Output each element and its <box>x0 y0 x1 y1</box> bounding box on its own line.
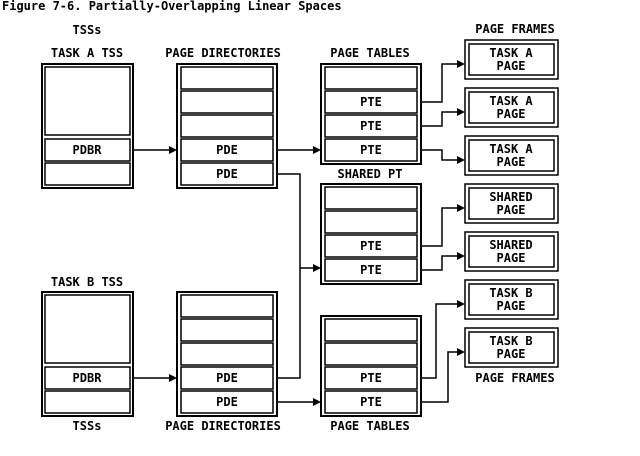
task-a-tss-label: TASK A TSS <box>51 46 123 60</box>
page-tables-header-bottom: PAGE TABLES <box>330 419 409 433</box>
tss-header-top: TSSs <box>73 23 102 37</box>
figure-title: Figure 7-6. Partially-Overlapping Linear… <box>2 0 342 13</box>
page-frame-4: SHARED PAGE <box>464 183 559 224</box>
page-frame-3-line2: PAGE <box>497 155 526 169</box>
task-a-pte-1: PTE <box>360 95 382 109</box>
arrowhead-frame-7 <box>457 348 465 356</box>
arrowhead-frame-1 <box>457 60 465 68</box>
page-frame-3-line1: TASK A <box>489 142 533 156</box>
task-a-page-table: PTE PTE PTE <box>320 63 422 165</box>
task-a-pde-2: PDE <box>216 167 238 181</box>
page-frame-7-line1: TASK B <box>489 334 532 348</box>
task-b-tss: PDBR <box>41 291 134 417</box>
shared-page-table: PTE PTE <box>320 183 422 285</box>
arrowhead-frame-5 <box>457 252 465 260</box>
task-a-page-directory: PDE PDE <box>176 63 278 189</box>
task-b-pde-1: PDE <box>216 371 238 385</box>
connector-shared-pte-1 <box>421 207 458 247</box>
arrowhead-task-a-pdbr <box>169 146 177 154</box>
arrowhead-task-b-pde-2 <box>313 398 321 406</box>
shared-pte-1: PTE <box>360 239 382 253</box>
arrowhead-frame-3 <box>457 156 465 164</box>
page-frame-7-line2: PAGE <box>497 347 526 361</box>
task-b-page-table: PTE PTE <box>320 315 422 417</box>
task-b-pte-2: PTE <box>360 395 382 409</box>
page-frame-2: TASK A PAGE <box>464 87 559 128</box>
page-frame-7: TASK B PAGE <box>464 327 559 368</box>
page-frame-5-line1: SHARED <box>489 238 532 252</box>
connector-task-a-pte-2 <box>421 111 458 127</box>
arrowhead-task-b-pdbr <box>169 374 177 382</box>
page-directories-header-bottom: PAGE DIRECTORIES <box>165 419 281 433</box>
arrowhead-shared-pt <box>313 264 321 272</box>
shared-pte-2: PTE <box>360 263 382 277</box>
connector-task-a-pte-3 <box>421 149 458 161</box>
page-frame-4-line2: PAGE <box>497 203 526 217</box>
arrowhead-frame-6 <box>457 300 465 308</box>
arrowhead-frame-2 <box>457 108 465 116</box>
connector-task-a-pte-1 <box>421 63 458 103</box>
task-a-pte-2: PTE <box>360 119 382 133</box>
page-frame-5-line2: PAGE <box>497 251 526 265</box>
task-b-page-directory: PDE PDE <box>176 291 278 417</box>
arrowhead-frame-4 <box>457 204 465 212</box>
connector-task-b-pte-1 <box>421 303 458 379</box>
task-b-pte-1: PTE <box>360 371 382 385</box>
task-b-pdbr: PDBR <box>73 371 103 385</box>
page-frame-1: TASK A PAGE <box>464 39 559 80</box>
task-a-pde-1: PDE <box>216 143 238 157</box>
task-a-pte-3: PTE <box>360 143 382 157</box>
connectors <box>133 60 465 406</box>
page-frame-3: TASK A PAGE <box>464 135 559 176</box>
page-frame-6: TASK B PAGE <box>464 279 559 320</box>
page-frame-6-line1: TASK B <box>489 286 532 300</box>
page-frame-6-line2: PAGE <box>497 299 526 313</box>
connector-task-a-pde-2 <box>277 173 314 269</box>
tss-header-bottom: TSSs <box>73 419 102 433</box>
page-frame-4-line1: SHARED <box>489 190 532 204</box>
connector-task-b-pte-2 <box>421 351 458 403</box>
connector-shared-pte-2 <box>421 255 458 271</box>
page-frame-1-line2: PAGE <box>497 59 526 73</box>
page-frames-header-top: PAGE FRAMES <box>475 22 554 36</box>
page-frame-2-line1: TASK A <box>489 94 533 108</box>
page-directories-header-top: PAGE DIRECTORIES <box>165 46 281 60</box>
page-tables-header-top: PAGE TABLES <box>330 46 409 60</box>
task-a-pdbr: PDBR <box>73 143 103 157</box>
page-frame-2-line2: PAGE <box>497 107 526 121</box>
task-b-tss-label: TASK B TSS <box>51 275 123 289</box>
shared-pt-label: SHARED PT <box>337 167 402 181</box>
page-frames-header-bottom: PAGE FRAMES <box>475 371 554 385</box>
arrowhead-task-a-pde-1 <box>313 146 321 154</box>
page-frame-1-line1: TASK A <box>489 46 533 60</box>
task-b-pde-2: PDE <box>216 395 238 409</box>
task-a-tss: PDBR <box>41 63 134 189</box>
connector-task-b-pde-1 <box>277 268 301 379</box>
page-frame-5: SHARED PAGE <box>464 231 559 272</box>
